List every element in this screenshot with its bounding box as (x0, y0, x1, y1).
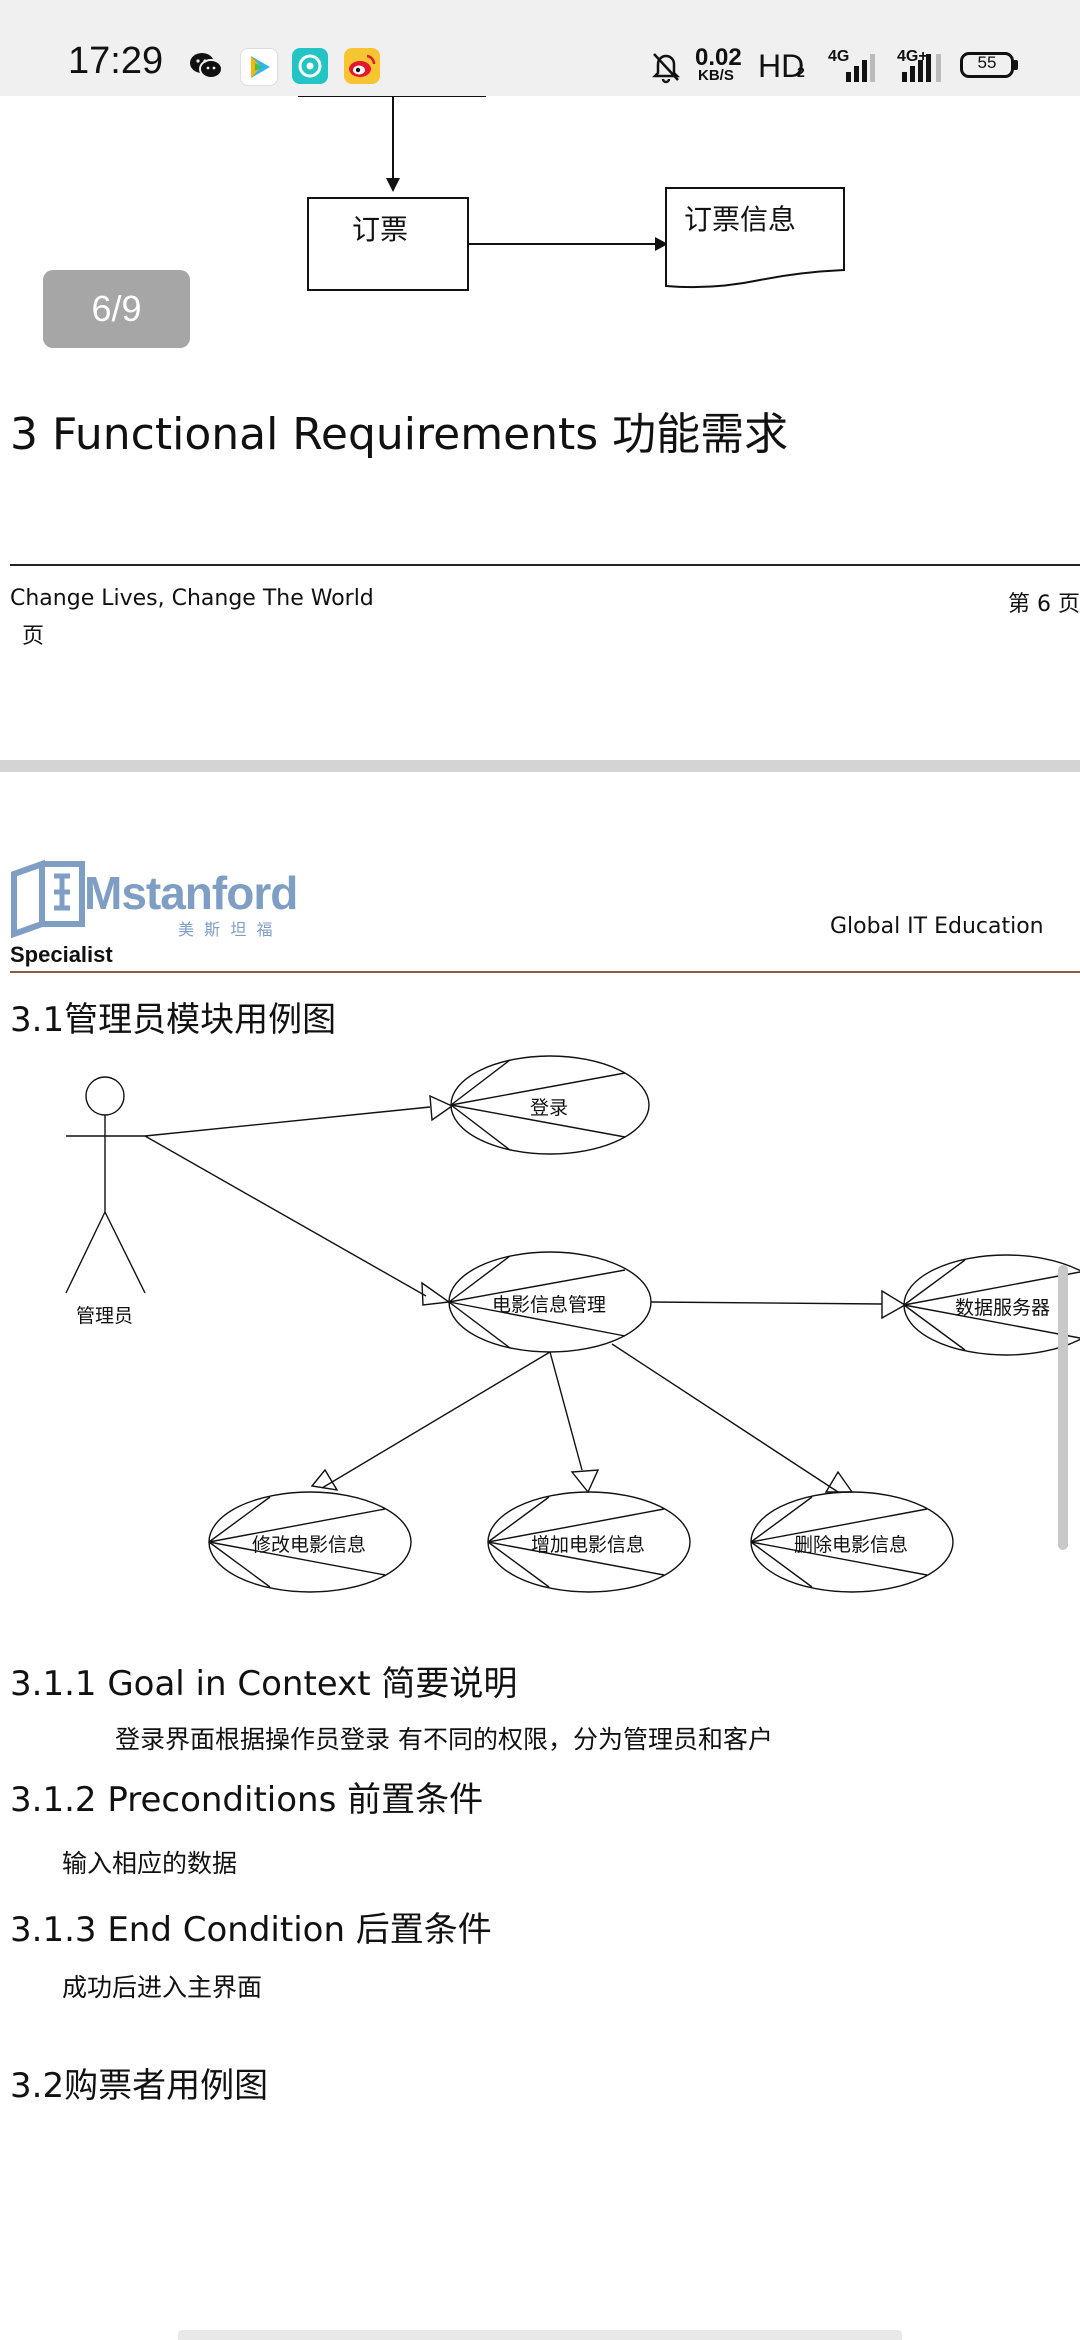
arrow-head (429, 1094, 454, 1122)
use-case-delete-movie (750, 1491, 954, 1593)
include-line (549, 1351, 583, 1471)
actor-figure (65, 1076, 146, 1294)
hd-label: HD (758, 48, 805, 84)
uc-delete-label: 删除电影信息 (794, 1534, 909, 1556)
association-line (144, 1135, 427, 1297)
net-speed-unit: KB/S (698, 67, 734, 84)
section-3-1-1-body: 登录界面根据操作员登录 有不同的权限，分为管理员和客户 (115, 1725, 773, 1754)
arrow-head (570, 1469, 600, 1494)
actor-label: 管理员 (76, 1305, 134, 1327)
status-time: 17:29 (68, 40, 164, 82)
uc-add-label: 增加电影信息 (531, 1534, 646, 1556)
association-line (144, 1106, 431, 1137)
bottom-toolbar-edge (178, 2330, 902, 2340)
uc-data-server-label: 数据服务器 (955, 1297, 1051, 1319)
section-3-1-3-body: 成功后进入主界面 (62, 1973, 263, 2002)
arrow-head (655, 237, 668, 251)
flow-diagram-fragment (298, 96, 845, 291)
include-line (321, 1351, 551, 1489)
bell-muted-icon (648, 48, 684, 84)
weibo-icon (344, 48, 380, 84)
section-3-1-title: 3.1管理员模块用例图 (10, 1000, 337, 1040)
header-rule (10, 971, 1080, 973)
signal-icon (902, 52, 952, 82)
logo-subtitle: 美 斯 坦 福 (178, 920, 273, 939)
battery-icon: 55 (960, 52, 1014, 78)
wechat-icon (188, 48, 224, 84)
header-right: Global IT Education (830, 914, 1044, 939)
video-player-icon (240, 48, 278, 86)
section-3-1-1-title: 3.1.1 Goal in Context 简要说明 (10, 1664, 518, 1704)
use-case-edit-movie (208, 1491, 412, 1593)
status-bar: 17:29 (0, 0, 1080, 96)
section-3-1-2-body: 输入相应的数据 (62, 1849, 238, 1878)
arrow-head (824, 1470, 854, 1493)
sim1-label: 4G (828, 48, 850, 65)
arrow-head (386, 178, 400, 192)
logo-tagline: Specialist (10, 942, 113, 967)
section-3-2-title: 3.2购票者用例图 (10, 2066, 269, 2106)
logo-text: Mstanford (84, 867, 298, 919)
footer-right: 第 6 页 (1008, 592, 1080, 617)
hd-sub: 2 (797, 64, 805, 80)
page-separator (0, 760, 1080, 772)
net-speed-value: 0.02 (695, 44, 742, 71)
footer-rule (10, 564, 1080, 566)
document-shape (665, 187, 845, 289)
scrollbar-thumb[interactable] (1058, 1265, 1068, 1550)
include-line (611, 1343, 839, 1493)
arrow-head (421, 1281, 451, 1306)
mstanford-logo: Mstanford 美 斯 坦 福 (10, 858, 310, 939)
use-case-data-server (903, 1254, 1080, 1356)
flow-box-label: 订票 (352, 213, 409, 246)
use-case-diagram (65, 1055, 1080, 1593)
footer-left-wrap: 页 (22, 624, 45, 649)
book-logo-icon (11, 859, 85, 939)
use-case-login (450, 1055, 650, 1155)
footer-left: Change Lives, Change The World (10, 586, 374, 611)
use-case-add-movie (487, 1491, 691, 1593)
section-3-1-3-title: 3.1.3 End Condition 后置条件 (10, 1910, 492, 1950)
association-line (650, 1301, 883, 1305)
process-box (307, 197, 469, 291)
page-indicator: 6/9 (43, 270, 190, 348)
use-case-movie-management (448, 1251, 652, 1353)
section-3-1-2-title: 3.1.2 Preconditions 前置条件 (10, 1780, 484, 1820)
signal-icon (832, 52, 882, 82)
flow-doc-label: 订票信息 (684, 203, 797, 236)
arrow-head (310, 1468, 339, 1491)
uc-login-label: 登录 (530, 1097, 569, 1119)
battery-tip (1014, 60, 1018, 70)
section-3-title: 3 Functional Requirements 功能需求 (10, 409, 789, 460)
music-icon (292, 48, 328, 84)
uc-edit-label: 修改电影信息 (252, 1534, 367, 1556)
arrow-head (881, 1289, 907, 1320)
uc-movie-mgmt-label: 电影信息管理 (492, 1294, 607, 1316)
battery-level: 55 (977, 53, 997, 72)
